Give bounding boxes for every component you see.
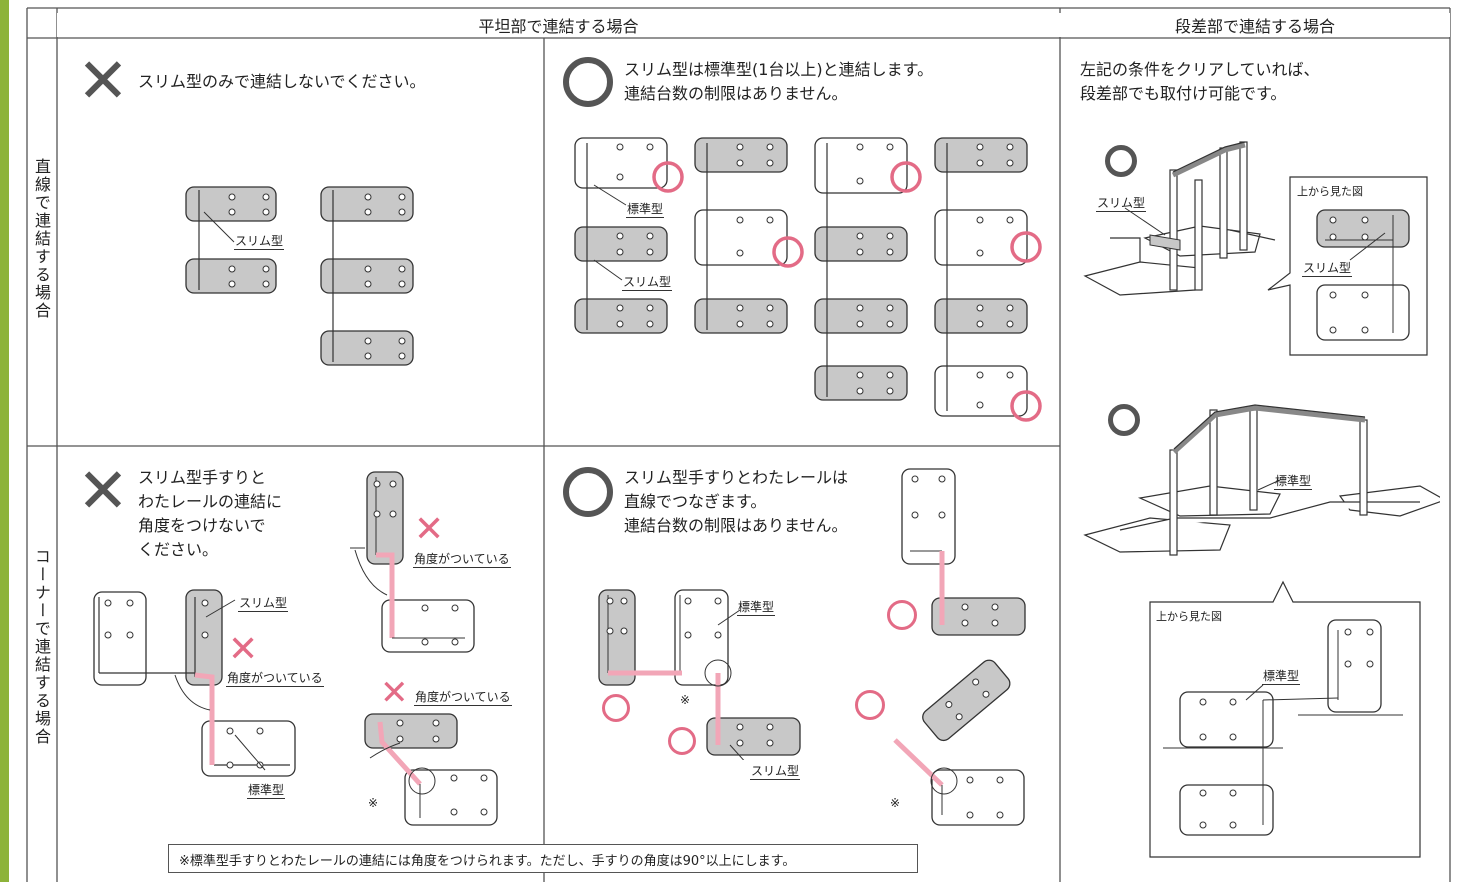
step-text: 左記の条件をクリアしていれば、 段差部でも取付け可能です。 (1080, 60, 1320, 103)
corner-ng-diagram-3 (364, 713, 498, 826)
ok-small-circle (855, 690, 885, 720)
ng-small-cross: ✕ (380, 673, 409, 713)
label-slim-type: スリム型 (1096, 196, 1147, 212)
corner-ng-diagram-1 (93, 589, 296, 777)
header-flat: 平坦部で連結する場合 (57, 13, 1060, 37)
label-angle: 角度がついている (226, 671, 324, 687)
label-slim-type: スリム型 (750, 764, 801, 780)
label-standard-type: 標準型 (737, 600, 776, 616)
straight-ng-text: スリム型のみで連結しないでください。 (138, 72, 426, 91)
ng-mark: ✕ (77, 44, 129, 117)
ok-mark (563, 467, 613, 517)
ng-small-cross: ✕ (414, 509, 445, 550)
label-standard-type: 標準型 (1262, 669, 1301, 685)
step-inset-2-frame (1149, 580, 1421, 858)
asterisk-mark: ※ (680, 693, 691, 707)
ok-mark (1108, 404, 1140, 436)
label-standard-type: 標準型 (626, 202, 665, 218)
corner-ng-diagram-2 (350, 471, 475, 653)
inset-title: 上から見た図 (1297, 185, 1363, 198)
step-illustration-1 (1083, 141, 1276, 296)
ok-small-circle (668, 727, 696, 755)
label-standard-type: 標準型 (247, 783, 286, 799)
step-illustration-2 (1083, 404, 1440, 556)
label-angle: 角度がついている (414, 690, 512, 706)
corner-ng-text: スリム型手すりと わたレールの連結に 角度をつけないで ください。 (138, 468, 283, 559)
step-inset-1-frame (1267, 176, 1428, 356)
straight-ng-diagram (185, 186, 414, 366)
ok-small-circle (887, 600, 917, 630)
inset-title: 上から見た図 (1156, 610, 1222, 623)
ok-mark (1105, 145, 1137, 177)
footnote: ※標準型手すりとわたレールの連結には角度をつけられます。ただし、手すりの角度は9… (168, 844, 918, 873)
corner-ok-text: スリム型手すりとわたレールは 直線でつなぎます。 連結台数の制限はありません。 (624, 468, 849, 535)
corner-ok-diagram-1 (598, 589, 801, 760)
asterisk-mark: ※ (890, 796, 901, 810)
accent-bar (0, 0, 9, 882)
label-angle: 角度がついている (413, 552, 511, 568)
ok-mark (563, 57, 613, 107)
label-slim-type: スリム型 (234, 234, 285, 250)
label-slim-type: スリム型 (238, 596, 289, 612)
label-slim-type: スリム型 (622, 275, 673, 291)
ok-small-circle (602, 694, 630, 722)
label-slim-type: スリム型 (1302, 261, 1353, 277)
row-label-corner: コーナーで連結する場合 (32, 548, 51, 746)
row-label-straight: 直線で連結する場合 (32, 158, 51, 320)
straight-ok-diagram (574, 137, 1042, 422)
asterisk-mark: ※ (368, 796, 379, 810)
label-standard-type: 標準型 (1274, 474, 1313, 490)
ng-mark: ✕ (77, 454, 129, 527)
straight-ok-text: スリム型は標準型(1台以上)と連結します。 連結台数の制限はありません。 (624, 60, 934, 103)
corner-ok-diagram-2 (893, 468, 1026, 826)
ng-small-cross: ✕ (228, 629, 259, 670)
header-step: 段差部で連結する場合 (1060, 13, 1450, 37)
